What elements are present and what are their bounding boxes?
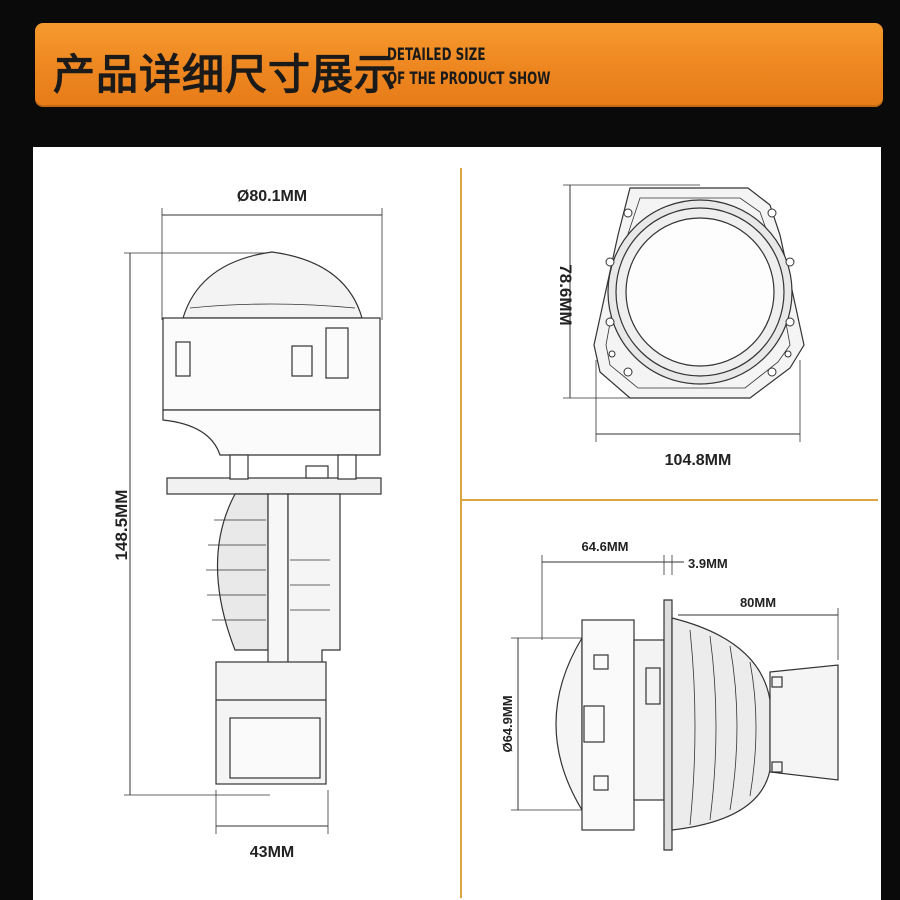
profile-view-drawing xyxy=(511,555,839,851)
header-banner: 产品详细尺寸展示 DETAILED SIZE OF THE PRODUCT SH… xyxy=(35,23,883,107)
banner-title-cn: 产品详细尺寸展示 xyxy=(53,50,398,99)
banner-title-en-line1: DETAILED SIZE xyxy=(387,45,486,65)
profile-lens-dia-label: Ø64.9MM xyxy=(500,695,515,752)
front-width-label: 104.8MM xyxy=(665,452,732,469)
front-view-drawing xyxy=(563,184,805,442)
side-height-label: 148.5MM xyxy=(112,490,131,561)
side-view-drawing xyxy=(124,208,383,834)
profile-flange-label: 3.9MM xyxy=(688,556,728,571)
panel-dividers xyxy=(460,168,878,898)
banner-title-en: DETAILED SIZE OF THE PRODUCT SHOW xyxy=(387,43,550,91)
front-height-label: 78.6MM xyxy=(556,264,575,325)
profile-lens-length-label: 64.6MM xyxy=(582,539,629,554)
banner-title-en-line2: OF THE PRODUCT SHOW xyxy=(387,69,551,89)
side-width-label: Ø80.1MM xyxy=(237,188,307,205)
profile-rear-label: 80MM xyxy=(740,595,776,610)
side-base-label: 43MM xyxy=(250,844,294,861)
